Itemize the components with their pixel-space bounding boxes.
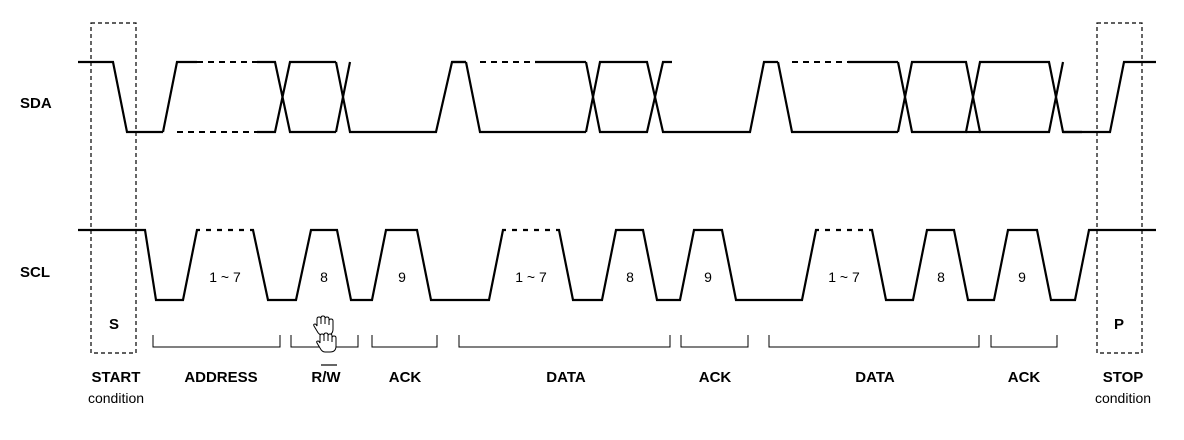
stop-condition-title: STOP [1103, 369, 1144, 386]
clock-label-ack3: 9 [1018, 269, 1026, 285]
clock-label-ack2: 9 [704, 269, 712, 285]
clock-label-address-bits: 1 ~ 7 [209, 269, 241, 285]
bracket-address [152, 335, 281, 348]
sda-rw-a [334, 60, 466, 134]
hand-pointer-icon [316, 332, 337, 353]
clock-label-data1-last: 8 [626, 269, 634, 285]
segment-label-ack2: ACK [699, 369, 732, 386]
sda-data1-lo-edge [464, 61, 518, 134]
start-condition-title: START [92, 369, 141, 386]
bracket-data1 [458, 335, 671, 348]
scl-label: SCL [20, 264, 50, 281]
sda-ack2 [672, 60, 778, 134]
stop-symbol: P [1114, 316, 1124, 333]
segment-label-rw: R/W [311, 369, 341, 386]
sda-data1-cross-b [584, 60, 672, 134]
bracket-data2 [768, 335, 980, 348]
start-condition-box [90, 22, 137, 354]
clock-label-rw: 8 [320, 269, 328, 285]
sda-data2-lo-edge [776, 61, 830, 134]
segment-brackets [152, 335, 1058, 348]
bracket-ack2 [680, 335, 749, 348]
bracket-ack1 [371, 335, 438, 348]
clock-label-data2-bits: 1 ~ 7 [828, 269, 860, 285]
hand-pointer-icon [313, 315, 334, 336]
clock-label-data2-last: 8 [937, 269, 945, 285]
start-symbol: S [109, 316, 119, 333]
segment-label-ack3: ACK [1008, 369, 1041, 386]
start-condition-sub: condition [88, 390, 144, 406]
clock-label-ack1: 9 [398, 269, 406, 285]
sda-data1-cross-a [584, 60, 672, 134]
segment-label-data2: DATA [855, 369, 895, 386]
sda-label: SDA [20, 95, 52, 112]
sda-waveform [78, 60, 1156, 134]
stop-condition-box [1096, 22, 1143, 354]
segment-label-data1: DATA [546, 369, 586, 386]
sda-data2-cross-a [896, 60, 1082, 134]
stop-condition-sub: condition [1095, 390, 1151, 406]
sda-address-bit-end-b [257, 60, 336, 134]
sda-start-edge [78, 60, 163, 134]
bracket-ack3 [990, 335, 1058, 348]
sda-data2-cross-b [896, 60, 1065, 134]
sda-address-bit-end-a [257, 60, 336, 134]
scl-waveform [78, 228, 1156, 302]
clock-label-data1-bits: 1 ~ 7 [515, 269, 547, 285]
sda-rw-b [334, 61, 352, 133]
segment-label-ack1: ACK [389, 369, 422, 386]
sda-stop-edge [1063, 60, 1156, 134]
sda-address-high [161, 60, 197, 133]
segment-label-address: ADDRESS [184, 369, 257, 386]
